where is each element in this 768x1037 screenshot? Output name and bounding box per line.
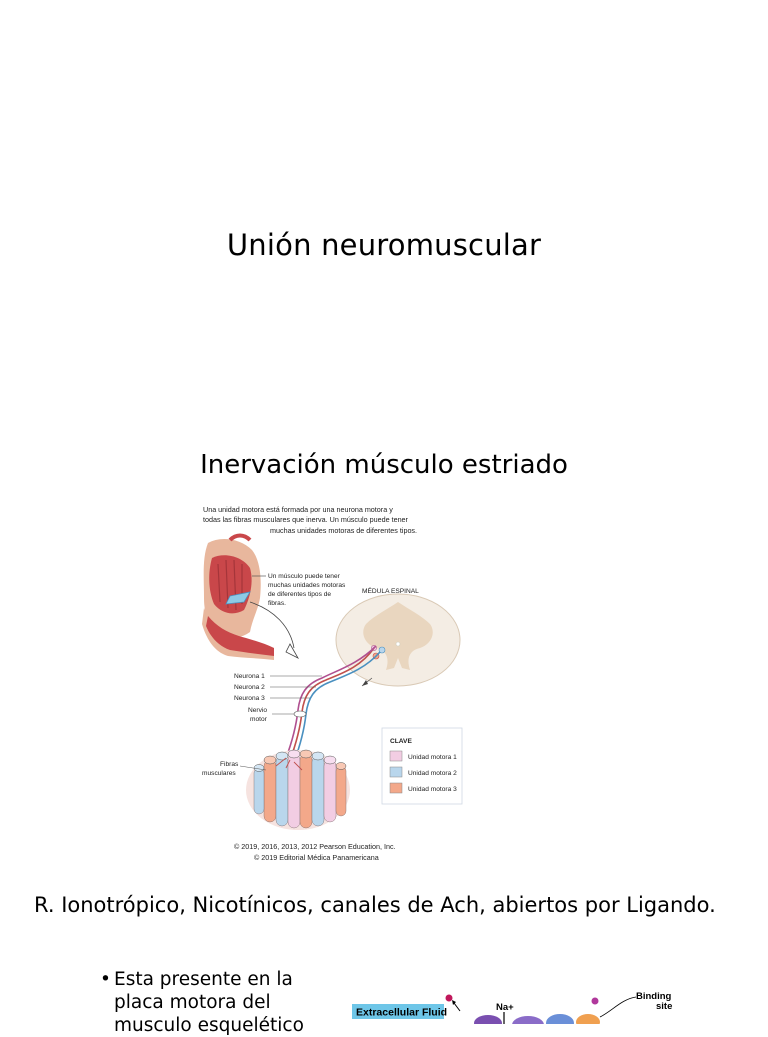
arm-muscle-illustration	[202, 533, 300, 660]
neuron-label: Neurona 1	[234, 673, 265, 680]
nerve-label: Nervio	[248, 707, 267, 714]
ion-label: Na+	[496, 1002, 514, 1013]
key-legend: CLAVE Unidad motora 1 Unidad motora 2 Un…	[381, 727, 463, 805]
key-swatch-2	[389, 766, 403, 778]
key-item: Unidad motora 3	[389, 782, 457, 794]
fibers-label: musculares	[202, 770, 236, 777]
binding-site-label: site	[656, 1001, 672, 1012]
receptor-heading: R. Ionotrópico, Nicotínicos, canales de …	[34, 893, 716, 917]
spinal-cord-label: MÉDULA ESPINAL	[362, 586, 419, 595]
binding-site-label: Binding	[636, 991, 672, 1002]
figure-caption-line: Una unidad motora está formada por una n…	[203, 505, 393, 514]
muscle-note-line: Un músculo puede tener	[268, 573, 341, 580]
key-item: Unidad motora 2	[389, 766, 457, 778]
figure-caption-line: todas las fibras musculares que inerva. …	[203, 515, 409, 524]
muscle-fiber-bundle: Fibras musculares	[202, 749, 350, 830]
receptor-subunit	[546, 1014, 574, 1024]
figure-copyright: © 2019 Editorial Médica Panamericana	[254, 853, 379, 862]
muscle-note-line: muchas unidades motoras	[268, 582, 346, 589]
neuron-labels: Neurona 1 Neurona 2 Neurona 3 Nervio mot…	[234, 673, 322, 723]
motor-unit-figure: Una unidad motora está formada por una n…	[202, 505, 463, 862]
key-label: Unidad motora 2	[408, 770, 457, 777]
ligand-molecule	[445, 994, 453, 1002]
slide-title-union-neuromuscular: Unión neuromuscular	[226, 228, 542, 262]
nicotinic-receptor-diagram: Extracellular Fluid Na+ Binding site	[352, 991, 672, 1024]
slide-title-inervacion: Inervación músculo estriado	[200, 450, 568, 480]
bullet-item: • Esta presente en la placa motora del m…	[100, 968, 310, 1037]
key-label: Unidad motora 1	[408, 754, 457, 761]
key-title: CLAVE	[390, 738, 412, 745]
muscle-note-line: fibras.	[268, 600, 286, 607]
receptor-subunit	[474, 1015, 502, 1024]
receptor-subunit	[512, 1016, 544, 1024]
motor-nerve-paths	[285, 645, 381, 763]
ligand-molecule	[591, 997, 599, 1005]
key-item: Unidad motora 1	[389, 750, 457, 762]
fibers-label: Fibras	[220, 761, 239, 768]
receptor-subunit	[576, 1014, 600, 1024]
extracellular-label: Extracellular Fluid	[356, 1007, 447, 1019]
key-label: Unidad motora 3	[408, 786, 457, 793]
figure-copyright: © 2019, 2016, 2013, 2012 Pearson Educati…	[234, 842, 396, 851]
figure-caption-line: muchas unidades motoras de diferentes ti…	[270, 526, 417, 535]
neuron-label: Neurona 3	[234, 695, 265, 702]
neuron-label: Neurona 2	[234, 684, 265, 691]
key-swatch-1	[389, 750, 403, 762]
muscle-note-line: de diferentes tipos de	[268, 591, 331, 598]
key-swatch-3	[389, 782, 403, 794]
bullet-text: Esta presente en la placa motora del mus…	[114, 969, 304, 1036]
muscle-note: Un músculo puede tener muchas unidades m…	[252, 573, 346, 607]
bullet-dot-icon: •	[100, 969, 111, 990]
nerve-label: motor	[250, 716, 268, 723]
